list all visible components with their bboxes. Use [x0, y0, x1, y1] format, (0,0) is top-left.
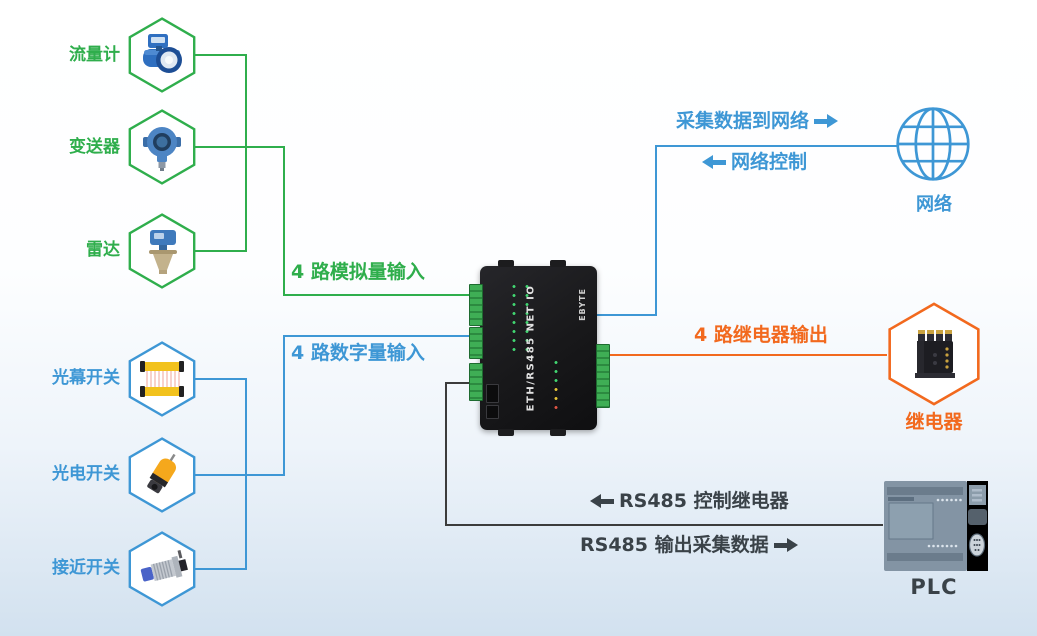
analog-line-drop [283, 146, 285, 296]
network-caption: 网络 [916, 194, 952, 215]
transmitter-node [127, 108, 197, 186]
arrow-left-icon [590, 494, 614, 508]
relay-output-label: 4 路继电器输出 [694, 324, 828, 346]
relay-output-line [606, 354, 887, 356]
digital-line-photo-switch [195, 474, 285, 476]
status-led-column [512, 282, 516, 354]
mounting-tab [498, 260, 514, 267]
rs485-line-drop [445, 382, 447, 526]
collect-to-network-label: 采集数据到网络 [676, 110, 843, 132]
relay-terminal-block [596, 344, 610, 408]
status-led-column [525, 282, 529, 354]
analog-line-radar [195, 250, 247, 252]
hexagon-frame [127, 340, 197, 418]
arrow-left-icon [702, 155, 726, 169]
digital-input-label: 4 路数字量输入 [291, 342, 425, 364]
status-led-column [554, 358, 558, 385]
network-control-label: 网络控制 [697, 151, 807, 173]
device-brand-logo: EBYTE [578, 288, 588, 321]
status-led-column [554, 403, 558, 412]
transmitter-label: 变送器 [69, 137, 120, 157]
digital-terminal-block [469, 327, 483, 359]
network-line-to-globe [655, 145, 898, 147]
mounting-tab [498, 429, 514, 436]
rs485-terminal-block [469, 363, 483, 401]
light-curtain-node [127, 340, 197, 418]
arrow-right-icon [773, 538, 798, 552]
mounting-tab [550, 260, 566, 267]
digital-line-rise [283, 335, 285, 476]
radar-label: 雷达 [86, 240, 120, 260]
analog-line-flow-meter [195, 54, 247, 56]
proximity-switch-icon [140, 549, 188, 582]
plc-icon [884, 481, 988, 571]
relay-icon [915, 330, 955, 378]
net-io-device: ETH/RS485 NET IO EBYTE [480, 260, 597, 436]
relay-node [885, 301, 983, 407]
network-line-from-device [597, 314, 657, 316]
analog-line-bus [245, 54, 247, 252]
proximity-switch-node [127, 530, 197, 608]
digital-line-to-device [283, 335, 474, 337]
flow-meter-icon [143, 34, 182, 73]
rs485-control-label: RS485 控制继电器 [585, 490, 789, 512]
transmitter-icon [143, 127, 181, 171]
plc-node [884, 479, 988, 573]
analog-terminal-block [469, 284, 483, 326]
proximity-switch-label: 接近开关 [52, 558, 120, 578]
globe-icon [896, 107, 970, 181]
status-led-column [554, 385, 558, 403]
analog-line-transmitter [195, 146, 285, 148]
ethernet-port [486, 384, 499, 403]
rs485-line-from-device [446, 382, 471, 384]
analog-line-to-device [283, 294, 474, 296]
device-model-text: ETH/RS485 NET IO [525, 284, 537, 412]
digital-line-light-curtain [195, 378, 247, 380]
analog-input-label: 4 路模拟量输入 [291, 261, 425, 283]
plc-caption: PLC [910, 575, 958, 599]
radar-node [127, 212, 197, 290]
light-curtain-label: 光幕开关 [52, 368, 120, 388]
flow-meter-label: 流量计 [69, 45, 120, 65]
digital-line-proximity [195, 568, 247, 570]
rs485-output-label: RS485 输出采集数据 [580, 534, 803, 556]
rs485-line-to-plc [445, 524, 883, 526]
light-curtain-icon [140, 361, 184, 397]
photo-switch-label: 光电开关 [52, 464, 120, 484]
network-node [895, 106, 971, 182]
power-port [486, 405, 499, 419]
relay-caption: 继电器 [905, 411, 963, 433]
radar-icon [149, 230, 177, 274]
mounting-tab [550, 429, 566, 436]
flow-meter-node [127, 16, 197, 94]
photo-switch-node [127, 436, 197, 514]
network-line-rise [655, 146, 657, 316]
photo-switch-icon [147, 453, 176, 494]
arrow-right-icon [814, 114, 839, 128]
